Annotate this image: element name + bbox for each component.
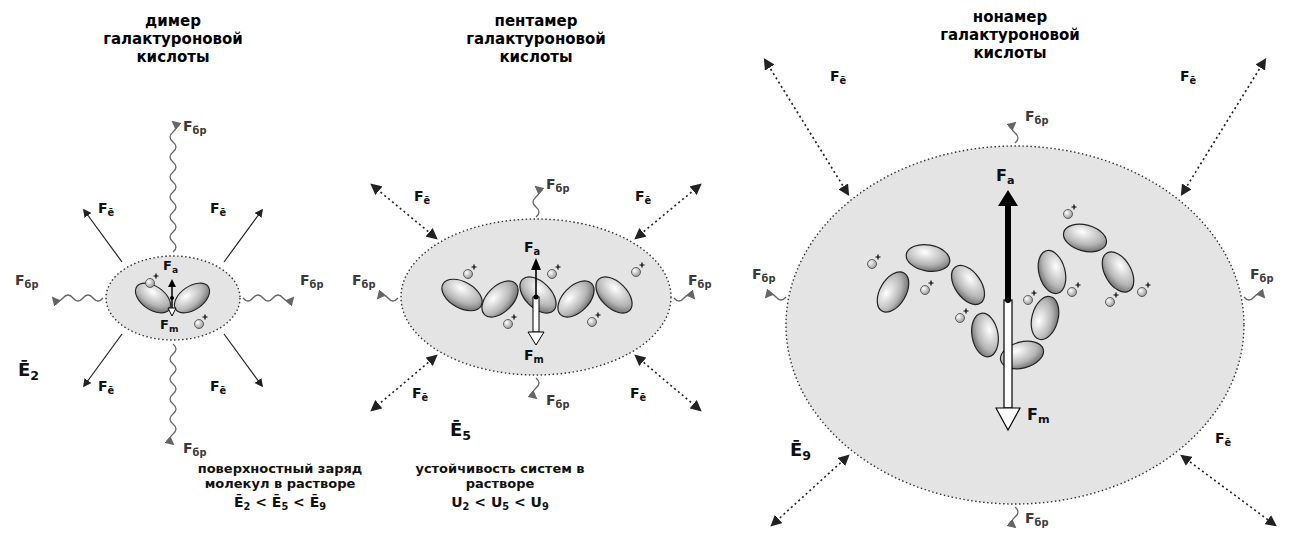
note-text: Ē9 — [790, 440, 811, 463]
note-text: Ē5 — [450, 420, 471, 443]
force-label: Fm — [160, 318, 178, 334]
molecule-sphere: димер галактуроновой кислотыFaFm — [105, 255, 241, 341]
sphere-outline — [785, 145, 1245, 505]
molecule-title: димер галактуроновой кислоты — [103, 12, 243, 66]
force-label: Fбр — [546, 392, 569, 410]
force-label: Fē — [414, 188, 430, 206]
force-label: Fбр — [352, 272, 375, 290]
force-label: Fē — [210, 200, 226, 218]
force-label: Fm — [524, 348, 544, 365]
force-label: Fē — [1215, 430, 1231, 448]
force-label: Fбр — [1025, 108, 1048, 126]
molecule-sphere: нонамер галактуроновой кислотыFaFm — [785, 145, 1245, 505]
force-label: Fē — [98, 200, 114, 218]
note-text: Ē2 < Ē5 < Ē9 — [234, 494, 326, 512]
molecule-title: нонамер галактуроновой кислоты — [940, 8, 1080, 62]
force-label: Fбр — [688, 272, 711, 290]
note-text: устойчивость систем в растворе — [408, 462, 593, 492]
note-text: U2 < U5 < U9 — [451, 494, 549, 512]
force-label: Fē — [630, 385, 646, 403]
force-label: Fбр — [1250, 266, 1273, 284]
note-text: Ē2 — [18, 360, 39, 383]
force-label: Fē — [1180, 68, 1196, 86]
sphere-outline — [400, 218, 672, 376]
force-label: Fm — [1027, 407, 1050, 426]
force-label: Fa — [163, 259, 178, 275]
force-label: Fē — [98, 378, 114, 396]
force-label: Fē — [635, 188, 651, 206]
force-label: Fбр — [300, 272, 323, 290]
force-label: Fa — [524, 240, 540, 257]
molecule-title: пентамер галактуроновой кислоты — [466, 12, 606, 66]
force-label: Fбр — [15, 272, 38, 290]
force-label: Fē — [412, 385, 428, 403]
force-label: Fбр — [183, 440, 206, 458]
force-label: Fбр — [546, 176, 569, 194]
force-label: Fбр — [1025, 510, 1048, 528]
force-label: Fē — [210, 378, 226, 396]
force-label: Fa — [996, 168, 1015, 187]
force-label: Fбр — [752, 266, 775, 284]
force-label: Fбр — [183, 118, 206, 136]
force-label: Fē — [830, 68, 846, 86]
note-text: поверхностный заряд молекул в растворе — [180, 462, 380, 492]
molecule-sphere: пентамер галактуроновой кислотыFaFm — [400, 218, 672, 376]
